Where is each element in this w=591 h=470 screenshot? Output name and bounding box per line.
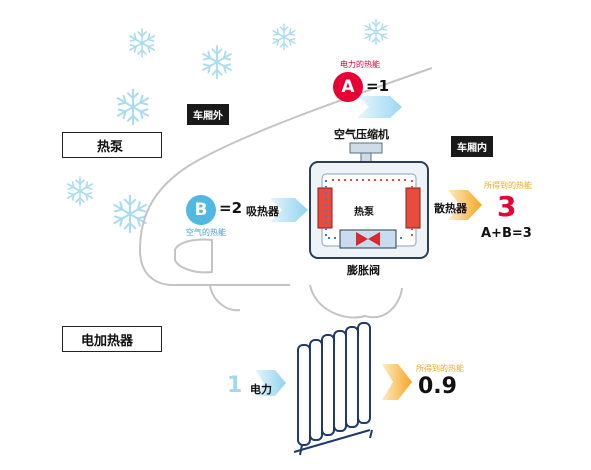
arrow-icon [448, 190, 482, 220]
radiator-label: 散热器 [434, 202, 467, 215]
snowflake-icon [116, 88, 150, 126]
source-b-badge: B [186, 195, 216, 225]
heater-input-value: 1 [227, 373, 243, 398]
outside-tag: 车厢外 [187, 104, 229, 125]
snowflake-icon [67, 176, 93, 206]
source-a-badge: A [333, 72, 363, 102]
snowflake-icon [364, 18, 388, 46]
heater-radiator-icon [293, 322, 373, 456]
snowflake-icon [113, 194, 147, 234]
output-caption: 所得到的热能 [484, 181, 532, 190]
snowflake-icon [202, 44, 232, 80]
heat-pump-loop [309, 161, 429, 259]
expansion-valve-label: 膨胀阀 [347, 264, 380, 277]
compressor-label: 空气压缩机 [334, 128, 389, 141]
snowflake-icon [272, 23, 296, 51]
electric-heater-section-label: 电加热器 [62, 326, 162, 352]
arrow-icon [357, 96, 402, 118]
pump-center-label: 热泵 [354, 207, 374, 218]
output-value: 3 [497, 190, 517, 223]
heater-input-label: 电力 [250, 383, 272, 396]
train-outline [138, 67, 433, 319]
a-value: =1 [366, 77, 390, 95]
a-caption: 电力的热能 [340, 60, 380, 69]
absorber-label: 吸热器 [246, 205, 279, 218]
heat-pump-section-label: 热泵 [62, 132, 162, 158]
arrow-icon [382, 364, 412, 400]
snowflake-icon [129, 28, 155, 58]
heater-output-value: 0.9 [418, 374, 457, 399]
inside-tag: 车厢内 [451, 136, 493, 157]
heater-caption: 所得到的热能 [416, 364, 464, 373]
b-value: =2 [219, 199, 243, 217]
b-caption: 空气的热能 [186, 228, 226, 237]
arrow-icon [270, 198, 308, 222]
output-formula: A+B=3 [481, 226, 532, 241]
arrow-icon [255, 370, 286, 396]
